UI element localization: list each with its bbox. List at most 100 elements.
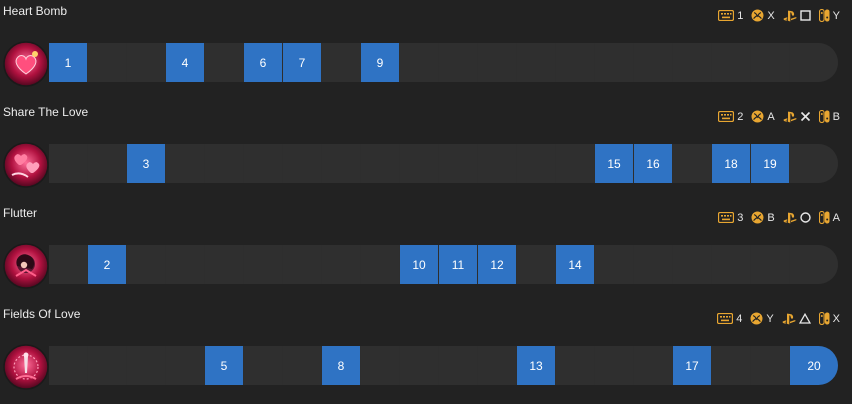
level-cell-16[interactable] xyxy=(634,245,672,284)
keyboard-icon xyxy=(718,10,735,21)
switch-icon xyxy=(818,9,830,22)
level-cell-3[interactable] xyxy=(127,43,165,82)
xbox-key: A xyxy=(767,110,775,123)
level-cell-15[interactable] xyxy=(595,245,633,284)
switch-key: A xyxy=(832,211,840,224)
level-cell-18[interactable] xyxy=(712,43,750,82)
level-cell-14[interactable]: 14 xyxy=(556,245,594,284)
level-cell-2[interactable] xyxy=(88,144,126,183)
level-cell-13[interactable] xyxy=(517,43,555,82)
switch-binding: Y xyxy=(818,9,840,22)
level-cell-15[interactable]: 15 xyxy=(595,144,633,183)
level-cell-7[interactable] xyxy=(283,346,321,385)
level-cell-15[interactable] xyxy=(595,346,633,385)
keyboard-icon xyxy=(717,313,734,324)
level-cell-10[interactable] xyxy=(400,144,438,183)
level-cell-12[interactable] xyxy=(478,144,516,183)
level-cell-4[interactable] xyxy=(166,144,204,183)
level-cell-6[interactable] xyxy=(244,346,282,385)
level-cell-5[interactable] xyxy=(205,245,243,284)
level-cell-3[interactable] xyxy=(127,245,165,284)
level-cell-10[interactable] xyxy=(400,43,438,82)
level-cell-6[interactable] xyxy=(244,144,282,183)
level-cell-13[interactable]: 13 xyxy=(517,346,555,385)
level-cell-11[interactable] xyxy=(439,144,477,183)
xbox-icon xyxy=(751,211,764,224)
level-cell-5[interactable] xyxy=(205,43,243,82)
level-cell-7[interactable]: 7 xyxy=(283,43,321,82)
level-cell-17[interactable] xyxy=(673,144,711,183)
level-cell-20[interactable] xyxy=(790,245,838,284)
level-cell-18[interactable] xyxy=(712,346,750,385)
level-cell-17[interactable] xyxy=(673,43,711,82)
level-cell-16[interactable] xyxy=(634,346,672,385)
level-cell-1[interactable]: 1 xyxy=(49,43,87,82)
level-cell-15[interactable] xyxy=(595,43,633,82)
level-cell-11[interactable] xyxy=(439,346,477,385)
xbox-key: B xyxy=(767,211,775,224)
switch-icon xyxy=(818,211,830,224)
level-cell-18[interactable]: 18 xyxy=(712,144,750,183)
level-cell-16[interactable]: 16 xyxy=(634,144,672,183)
level-cell-3[interactable]: 3 xyxy=(127,144,165,183)
level-cell-13[interactable] xyxy=(517,144,555,183)
level-cell-5[interactable] xyxy=(205,144,243,183)
level-cell-4[interactable] xyxy=(166,346,204,385)
level-cell-16[interactable] xyxy=(634,43,672,82)
level-cell-4[interactable] xyxy=(166,245,204,284)
level-cell-12[interactable] xyxy=(478,43,516,82)
ability-name: Fields Of Love xyxy=(3,307,81,321)
level-cell-6[interactable] xyxy=(244,245,282,284)
level-cell-7[interactable] xyxy=(283,144,321,183)
xbox-key: X xyxy=(767,9,775,22)
level-cell-19[interactable]: 19 xyxy=(751,144,789,183)
level-cell-9[interactable] xyxy=(361,144,399,183)
level-cell-14[interactable] xyxy=(556,346,594,385)
level-cell-19[interactable] xyxy=(751,245,789,284)
level-cell-19[interactable] xyxy=(751,346,789,385)
level-cell-18[interactable] xyxy=(712,245,750,284)
level-cell-10[interactable]: 10 xyxy=(400,245,438,284)
level-cell-17[interactable]: 17 xyxy=(673,346,711,385)
level-cell-12[interactable] xyxy=(478,346,516,385)
level-cell-8[interactable] xyxy=(322,144,360,183)
level-cell-13[interactable] xyxy=(517,245,555,284)
level-cell-4[interactable]: 4 xyxy=(166,43,204,82)
level-cell-17[interactable] xyxy=(673,245,711,284)
xbox-binding: B xyxy=(751,211,775,224)
level-cell-1[interactable] xyxy=(49,144,87,183)
level-cell-9[interactable] xyxy=(361,245,399,284)
level-cell-8[interactable] xyxy=(322,43,360,82)
level-cell-19[interactable] xyxy=(751,43,789,82)
level-cell-10[interactable] xyxy=(400,346,438,385)
level-cell-8[interactable]: 8 xyxy=(322,346,360,385)
playstation-circle-icon xyxy=(799,212,811,223)
level-cell-20[interactable] xyxy=(790,144,838,183)
level-cell-1[interactable] xyxy=(49,346,87,385)
level-cell-8[interactable] xyxy=(322,245,360,284)
level-cell-14[interactable] xyxy=(556,43,594,82)
level-cell-2[interactable] xyxy=(88,43,126,82)
level-cell-6[interactable]: 6 xyxy=(244,43,282,82)
xbox-binding: Y xyxy=(750,312,774,325)
level-cell-1[interactable] xyxy=(49,245,87,284)
level-cell-2[interactable]: 2 xyxy=(88,245,126,284)
level-cell-12[interactable]: 12 xyxy=(478,245,516,284)
level-cell-20[interactable] xyxy=(790,43,838,82)
level-cell-9[interactable] xyxy=(361,346,399,385)
keyboard-icon xyxy=(718,111,735,122)
level-cell-11[interactable] xyxy=(439,43,477,82)
level-cell-7[interactable] xyxy=(283,245,321,284)
level-cell-5[interactable]: 5 xyxy=(205,346,243,385)
level-cell-20[interactable]: 20 xyxy=(790,346,838,385)
level-cell-9[interactable]: 9 xyxy=(361,43,399,82)
level-cell-11[interactable]: 11 xyxy=(439,245,477,284)
level-cell-14[interactable] xyxy=(556,144,594,183)
level-cell-3[interactable] xyxy=(127,346,165,385)
level-cell-2[interactable] xyxy=(88,346,126,385)
